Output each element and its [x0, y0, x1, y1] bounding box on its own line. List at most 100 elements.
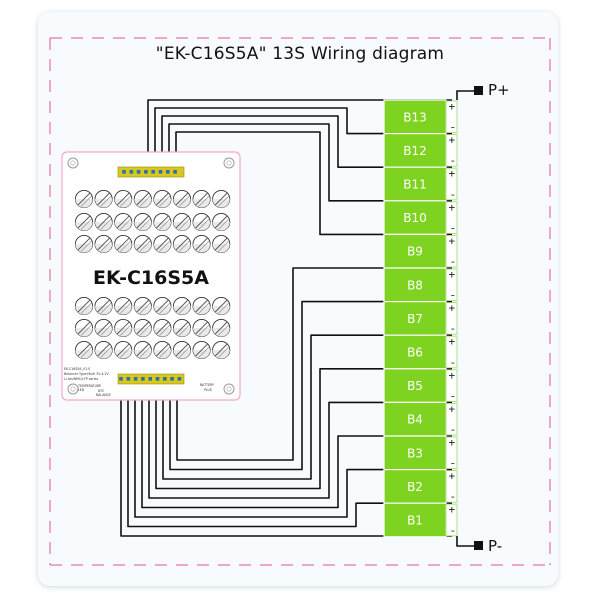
resistor [153, 340, 172, 360]
bottom-wire-1 [120, 381, 452, 537]
cell-terminal-strip [445, 470, 458, 503]
bottom-wire-6 [155, 368, 452, 490]
minus-sign: - [450, 289, 457, 302]
battery-cell-b11: B11+- [383, 166, 458, 202]
resistor [192, 318, 211, 338]
resistor [74, 340, 94, 360]
minus-sign: - [450, 389, 457, 402]
plus-sign: + [449, 470, 456, 483]
resistor [172, 234, 192, 254]
plus-sign: + [449, 302, 456, 315]
bottom-wire-3 [134, 381, 452, 518]
cell-terminal-strip [445, 100, 458, 134]
battery-cell-b6: B6+- [383, 334, 458, 370]
resistor [153, 234, 172, 254]
resistor [133, 189, 152, 209]
resistor [133, 212, 152, 232]
connector-pin [163, 377, 167, 381]
cell-terminal-strip [445, 335, 458, 369]
minus-sign: - [450, 322, 457, 335]
connector-pin [158, 170, 163, 174]
cell-label: B5 [407, 379, 423, 393]
connector-pin [166, 170, 170, 174]
diagram-title: "EK-C16S5A" 13S Wiring diagram [155, 44, 445, 64]
cell-label: B7 [407, 312, 423, 326]
resistor [114, 296, 133, 316]
top-wire-1 [147, 99, 452, 172]
resistor [192, 296, 211, 316]
plus-sign: + [449, 335, 456, 348]
battery-cells: B13+-B12+-B11+-B10+-B9+-B8+-B7+-B6+-B5+-… [383, 99, 458, 538]
resistor [172, 212, 192, 232]
plus-sign: + [449, 436, 456, 449]
minus-sign: - [450, 423, 457, 436]
battery-cell-b1: B1+- [383, 502, 458, 538]
cell-terminal-strip [445, 134, 458, 167]
connector-pin [155, 377, 160, 381]
minus-sign: - [450, 255, 457, 268]
board-name: EK-C16S5A [93, 267, 209, 289]
resistor [212, 234, 231, 254]
balance-label: BALANCE [96, 393, 111, 397]
battery-cell-b4: B4+- [383, 401, 458, 437]
resistor [114, 212, 133, 232]
resistor [172, 318, 192, 338]
cell-label: B6 [407, 346, 423, 360]
top-connector-pins [122, 170, 177, 174]
battery-plus-label-1: BATTERY [200, 383, 214, 387]
cell-label: B2 [407, 480, 423, 494]
resistor [94, 189, 113, 209]
plus-sign: + [449, 134, 456, 147]
resistor [74, 234, 94, 254]
connector-pin [148, 377, 152, 381]
battery-cell-b12: B12 + - [383, 133, 458, 168]
resistor [172, 189, 192, 209]
negative-terminal-label: P- [488, 537, 502, 555]
top-wire-3 [161, 115, 452, 172]
resistor [133, 296, 152, 316]
resistor [114, 318, 133, 338]
cell-terminal-strip [445, 436, 458, 470]
cell-label: B12 [403, 144, 427, 158]
resistor [212, 340, 231, 360]
minus-sign: - [450, 490, 457, 503]
dashed-frame [49, 37, 551, 566]
connector-pin [133, 377, 138, 381]
minus-sign: - [450, 188, 457, 201]
minus-sign: - [450, 154, 457, 167]
resistor [133, 318, 152, 338]
ntc-label: NTC [98, 389, 105, 393]
bottom-connector-pins [119, 377, 182, 381]
connector-pin [177, 377, 182, 381]
resistor [94, 296, 113, 316]
mounting-holes [67, 157, 235, 395]
plus-sign: + [449, 167, 456, 180]
connector-pin [144, 170, 148, 174]
cell-body [383, 502, 447, 538]
positive-terminal-block [474, 86, 483, 95]
positive-terminal-label: P+ [488, 81, 510, 99]
top-wire-2 [154, 107, 452, 172]
resistor [74, 296, 94, 316]
board-info-line-2: Balancer Type:Multi 3V-4.2V [64, 372, 109, 376]
negative-terminal: P- [456, 536, 502, 555]
cell-body [383, 469, 447, 504]
cell-terminal-strip [445, 268, 458, 302]
resistor [94, 234, 113, 254]
minus-sign: - [450, 457, 457, 470]
resistor [114, 189, 133, 209]
resistor [153, 189, 172, 209]
resistor [192, 189, 211, 209]
plus-sign: + [449, 201, 456, 214]
cell-terminal-strip [445, 302, 458, 335]
resistor [153, 296, 172, 316]
resistor [74, 318, 94, 338]
battery-cell-b3: B3+- [383, 435, 458, 471]
resistor [114, 234, 133, 254]
positive-terminal: P+ [456, 81, 510, 100]
connector-pin [151, 170, 155, 174]
resistor [153, 318, 172, 338]
cell-terminal-strip [445, 503, 458, 537]
connector-pin [122, 170, 126, 174]
